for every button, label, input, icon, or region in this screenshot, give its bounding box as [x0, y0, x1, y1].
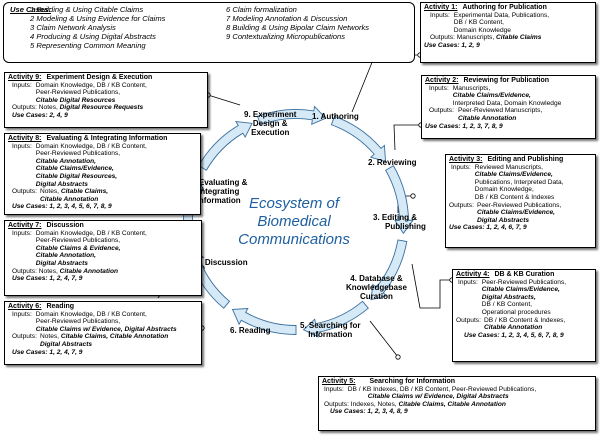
activity-5-title: Searching for Information — [369, 378, 456, 385]
use-case-1: 1 Building & Using Citable Claims — [30, 5, 144, 14]
use-case-3: 3 Claim Network Analysis — [30, 23, 116, 32]
use-cases-col1: Use Cases: 1 Building & Using Citable Cl… — [10, 5, 190, 50]
activity-4-title: DB & KB Curation — [494, 271, 555, 278]
activity-7-title: Discussion — [46, 222, 84, 229]
activity-4-number: Activity 4: — [456, 271, 490, 278]
activity-6-title: Reading — [46, 303, 75, 310]
use-cases-title: Use Cases: — [10, 5, 51, 14]
step-2-label: 2. Reviewing — [368, 158, 417, 167]
activity-3-box: Activity 3:Editing and Publishing Inputs… — [445, 154, 596, 248]
activity-2-number: Activity 2: — [425, 77, 459, 84]
activity-8-title: Evaluating & Integrating Information — [46, 135, 168, 142]
cycle-arrow-2 — [330, 115, 387, 163]
activity-1-box: Activity 1: Authoring for Publication Inp… — [420, 2, 596, 63]
cycle-arrow-4 — [370, 239, 408, 301]
activity-1-title: Authoring for Publication — [462, 4, 547, 11]
use-case-9: 9 Contextualizing Micropublications — [226, 32, 346, 41]
activity-1-outputs: Outputs: Manuscripts, Citable Claims — [430, 34, 542, 42]
step-6-label: 6. Reading — [230, 326, 271, 335]
activity-8-number: Activity 8: — [8, 135, 42, 142]
activity-5-box: Activity 5:Searching for Information Inp… — [318, 376, 596, 431]
activity-4-box: Activity 4:DB & KB Curation Inputs: Peer… — [452, 269, 596, 362]
use-case-2: 2 Modeling & Using Evidence for Claims — [30, 14, 166, 23]
activity-3-number: Activity 3: — [449, 156, 483, 163]
activity-3-title: Editing and Publishing — [487, 156, 564, 163]
activity-2-title: Reviewing for Publication — [463, 77, 550, 84]
center-line2: Biomedical — [257, 213, 331, 230]
step-1-label: 1. Authoring — [312, 112, 359, 121]
activity-9-box: Activity 9: Experiment Design & Execution… — [4, 72, 208, 128]
activity-8-box: Activity 8: Evaluating & Integrating Info… — [4, 133, 201, 215]
use-case-8: 8 Building & Using Bipolar Claim Network… — [226, 23, 370, 32]
activity-7-number: Activity 7: — [8, 222, 42, 229]
cycle-arrow-3 — [385, 165, 414, 235]
connector-a5 — [369, 320, 399, 358]
cycle-arrow-5 — [302, 300, 369, 338]
use-cases-box: Use Cases: 1 Building & Using Citable Cl… — [3, 2, 415, 63]
center-line1: Ecosystem of — [249, 195, 341, 212]
use-case-4: 4 Producing & Using Digital Abstracts — [30, 32, 156, 41]
connector-a1 — [351, 54, 420, 113]
activity-9-title: Experiment Design & Execution — [46, 74, 153, 81]
cycle-arrow-1 — [256, 105, 327, 126]
activity-5-number: Activity 5: — [322, 378, 356, 385]
activity-9-number: Activity 9: — [8, 74, 42, 81]
connector-dot-a3 — [410, 193, 416, 199]
activity-7-box: Activity 7:Discussion Inputs: Domain Kno… — [4, 220, 202, 296]
center-line3: Communications — [238, 231, 350, 248]
connector-a9 — [207, 94, 241, 106]
use-case-6: 6 Claim formalization — [226, 5, 297, 14]
activity-1-inputs-label: Inputs: — [430, 11, 450, 19]
cycle-arrow-6 — [231, 308, 297, 335]
step-3-label: 3. Editing &Publishing — [373, 213, 426, 231]
use-case-5: 5 Representing Common Meaning — [30, 41, 146, 50]
connector-a4 — [411, 263, 452, 309]
activity-1-number: Activity 1: — [424, 4, 458, 11]
activity-2-box: Activity 2:Reviewing for Publication Inp… — [421, 75, 596, 139]
use-cases-col2: 6 Claim formalization 7 Modeling Annotat… — [194, 5, 394, 50]
activity-6-number: Activity 6: — [8, 303, 42, 310]
step-7-label: 7. Discussion — [196, 258, 248, 267]
connector-dot-a5 — [395, 354, 401, 360]
activity-6-box: Activity 6:Reading Inputs: Domain Knowle… — [4, 301, 202, 365]
cycle-arrow-9 — [197, 121, 253, 171]
connector-a2 — [393, 124, 421, 151]
activity-1-use-cases: Use Cases: 1, 2, 9 — [424, 41, 480, 49]
use-case-7: 7 Modeling Annotation & Discussion — [226, 14, 348, 23]
